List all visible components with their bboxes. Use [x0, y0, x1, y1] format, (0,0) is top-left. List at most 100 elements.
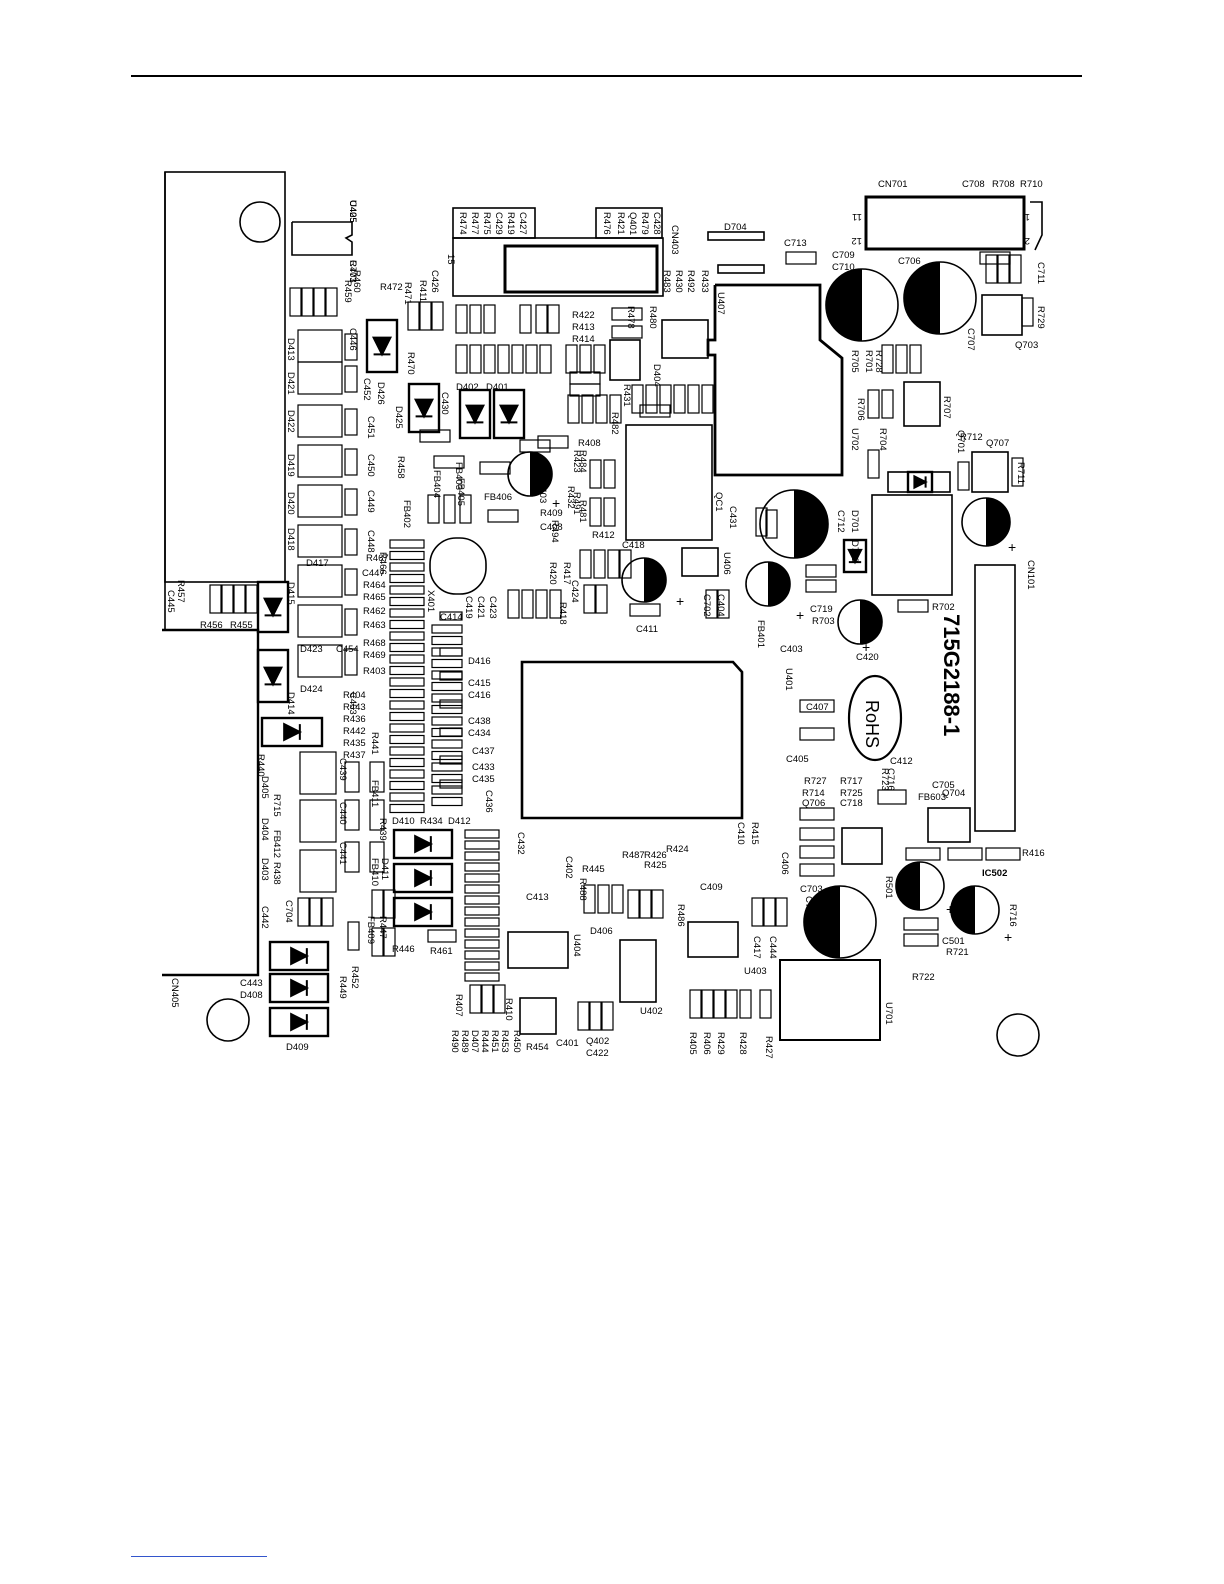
refdes-c413: C413: [526, 892, 549, 903]
u701-label: U701: [883, 1002, 894, 1025]
refdes-r426: R426: [644, 850, 667, 861]
capacitor-polarity-marks: [530, 262, 1010, 958]
refdes-c501: C501: [942, 936, 965, 947]
smd-pad-79: [611, 884, 624, 914]
refdes-d406: D406: [590, 926, 613, 937]
refdes-r712: R712: [960, 432, 983, 443]
refdes-fb412: FB412: [271, 830, 282, 858]
refdes-r439: R439: [377, 818, 388, 841]
cap-c418: [621, 557, 667, 603]
u407-tab: [661, 319, 709, 359]
smd-pad-1: [301, 287, 314, 317]
smd-small-12: [611, 307, 643, 321]
resistor-ladder-c-8: [464, 917, 500, 927]
refdes-c709: C709: [832, 250, 855, 261]
cn403-pin-15: 15: [445, 254, 456, 265]
refdes-c437: C437: [472, 746, 495, 757]
refdes-r458: R458: [395, 456, 406, 479]
refdes-r469: R469: [363, 650, 386, 661]
smd-pad-15: [483, 344, 496, 374]
smd-pad-92: [521, 589, 534, 619]
smd-pad-28: [645, 384, 658, 414]
resistor-ladder-a-7: [389, 619, 425, 630]
cn701-lead: [1030, 201, 1043, 251]
refdes-c404: C404: [715, 594, 726, 617]
refdes-r488: R488: [577, 878, 588, 901]
refdes-r474: R474: [457, 212, 468, 235]
refdes-d412: D412: [448, 816, 471, 827]
refdes-d407: D407: [469, 1030, 480, 1053]
refdes-c415: C415: [468, 678, 491, 689]
cn701-pin-11: 11: [852, 211, 862, 222]
c707-q703-box: [981, 294, 1023, 336]
smd-pad-58: [957, 461, 970, 491]
refdes-r427: R427: [763, 1036, 774, 1059]
u402-package: [619, 939, 657, 1003]
polarity-plus-mark: +: [1008, 539, 1016, 555]
smd-small-11: [639, 404, 671, 418]
cap-c702-fill: [860, 600, 882, 644]
u406-package: [681, 547, 719, 577]
refdes-c425: C425: [347, 200, 358, 223]
resistor-ladder-a-4: [389, 585, 425, 595]
refdes-r414: R414: [572, 334, 595, 345]
u405-chip: [291, 221, 353, 256]
resistor-ladder-b-6: [431, 693, 463, 703]
refdes-c410: C410: [735, 822, 746, 845]
refdes-c438: C438: [468, 716, 491, 727]
header-rule: [131, 75, 1082, 77]
refdes-c439: C439: [337, 758, 348, 781]
resistor-ladder-c-1: [464, 840, 500, 850]
resistor-ladder-a-14: [389, 700, 425, 710]
refdes-c433: C433: [472, 762, 495, 773]
smd-small-14: [569, 371, 601, 385]
smd-horiz-6: [905, 847, 941, 861]
cap-pad-left-1: [344, 365, 358, 393]
refdes-fb406: FB406: [484, 492, 512, 503]
refdes-c407: C407: [806, 702, 829, 713]
smd-horiz-0: [799, 699, 835, 713]
refdes-c424: C424: [569, 580, 580, 603]
smd-horiz-4: [799, 845, 835, 859]
refdes-r482: R482: [609, 412, 620, 435]
smd-pad-53: [895, 344, 908, 374]
refdes-fb405: FB405: [455, 478, 466, 506]
refdes-r417: R417: [561, 562, 572, 585]
refdes-c419: C419: [463, 596, 474, 619]
refdes-r454: R454: [526, 1042, 549, 1053]
component-box-left-7: [297, 604, 343, 638]
component-box-left-5: [297, 524, 343, 558]
refdes-c431: C431: [727, 506, 738, 529]
smd-pad-41: [209, 584, 222, 614]
refdes-c710: C710: [832, 262, 855, 273]
refdes-fb403: FB403: [453, 462, 464, 490]
fb-pad-5: [344, 841, 360, 873]
refdes-r460: R460: [351, 270, 362, 293]
q402-transistor: [519, 997, 557, 1035]
refdes-r409: R409: [540, 508, 563, 519]
refdes-r447: R447: [377, 916, 388, 939]
refdes-d404: D404: [259, 818, 270, 841]
smd-pad-56: [881, 389, 894, 419]
smd-pad-64: [713, 989, 726, 1019]
smd-pad-83: [371, 889, 384, 919]
refdes-d419: D419: [285, 454, 296, 477]
smd-small-9: [479, 461, 511, 475]
refdes-q403: Q403: [537, 480, 548, 503]
smd-pad-39: [607, 549, 620, 579]
smd-pad-38: [593, 549, 606, 579]
u406-label: U406: [721, 552, 732, 575]
refdes-r407: R407: [453, 994, 464, 1017]
smd-pad-4: [407, 301, 420, 331]
smd-pad-11: [535, 304, 548, 334]
smd-small-5: [629, 603, 661, 617]
refdes-c702: C702: [701, 594, 712, 617]
refdes-r404: R404: [343, 690, 366, 701]
smd-pad-73: [601, 1001, 614, 1031]
cap-c501: [950, 885, 1000, 935]
smd-pad-42: [221, 584, 234, 614]
refdes-r429: R429: [715, 1032, 726, 1055]
refdes-r416: R416: [1022, 848, 1045, 859]
smd-pad-87: [297, 897, 310, 927]
smd-pad-33: [589, 459, 602, 489]
